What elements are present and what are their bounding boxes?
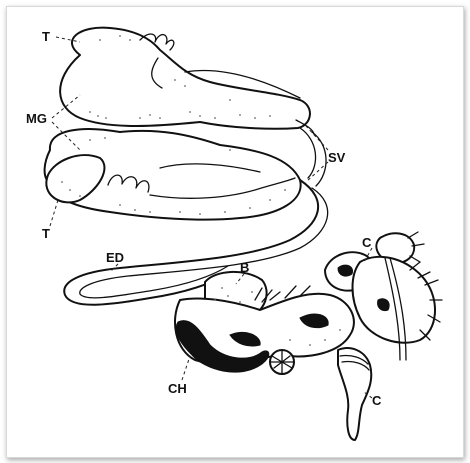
label-sv: SV: [328, 150, 346, 165]
label-clasper-top: C: [362, 235, 372, 250]
copulatory-complex: [175, 272, 354, 374]
label-testis-top: T: [42, 29, 50, 44]
label-testis-bottom: T: [42, 226, 50, 241]
label-clasper-bottom: C: [372, 393, 382, 408]
label-ed: ED: [106, 250, 124, 265]
label-mg: MG: [26, 111, 47, 126]
label-b: B: [240, 260, 249, 275]
label-ch: CH: [168, 381, 187, 396]
lower-gland: [45, 129, 301, 220]
upper-gland: [60, 28, 314, 134]
